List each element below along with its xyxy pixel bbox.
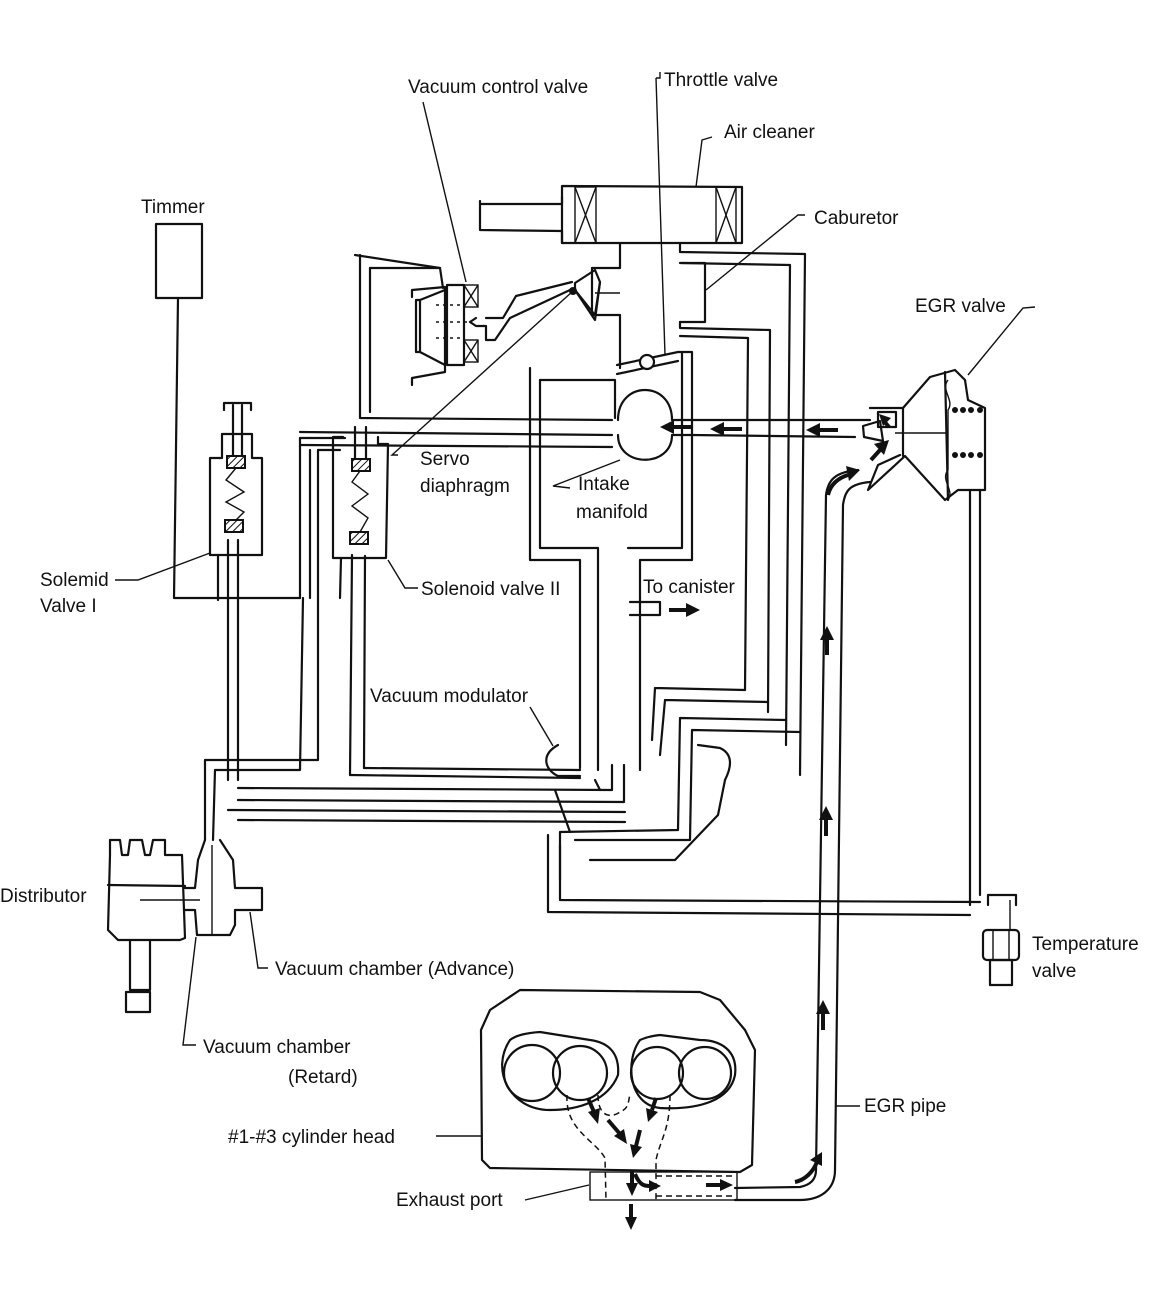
solenoid-valve-2	[203, 425, 390, 842]
arrow-icon	[826, 466, 860, 496]
arrow-icon	[820, 626, 834, 655]
arrow-icon	[819, 806, 833, 836]
label-egr-valve: EGR valve	[915, 296, 1006, 317]
label-distributor: Distributor	[0, 886, 87, 907]
label-intake-manifold-2: manifold	[576, 502, 648, 523]
label-vacuum-control-valve: Vacuum control valve	[408, 77, 588, 98]
arrow-icon	[633, 1173, 661, 1192]
label-temperature-valve: Temperature	[1032, 934, 1139, 955]
label-throttle-valve: Throttle valve	[664, 70, 778, 91]
solenoid-valve-1	[208, 401, 264, 782]
label-servo-diaphragm-2: diaphragm	[420, 476, 510, 497]
arrow-icon	[606, 1118, 627, 1144]
leader-lines	[115, 72, 1036, 1201]
arrow-icon	[710, 422, 742, 436]
flow-arrows	[586, 414, 891, 1230]
label-intake-manifold: Intake	[578, 474, 630, 495]
label-caburetor: Caburetor	[814, 208, 899, 229]
arrow-icon	[669, 603, 700, 617]
arrow-icon	[794, 1152, 822, 1184]
arrow-icon	[816, 1000, 830, 1030]
vacuum-control-valve	[353, 253, 620, 422]
label-temperature-valve-2: valve	[1032, 961, 1076, 982]
arrow-icon	[806, 423, 838, 437]
distributor	[106, 838, 264, 1014]
label-to-canister: To canister	[643, 577, 736, 598]
egr-valve	[861, 368, 987, 907]
label-vacuum-chamber-retard-2: (Retard)	[288, 1067, 358, 1088]
labels: Vacuum control valve Throttle valve Air …	[0, 70, 1139, 1211]
label-air-cleaner: Air cleaner	[724, 122, 815, 143]
cylinder-head	[479, 988, 757, 1201]
label-exhaust-port: Exhaust port	[396, 1190, 503, 1211]
label-solenoid-valve-2: Solenoid valve II	[421, 579, 560, 600]
label-timmer: Timmer	[141, 197, 205, 218]
intake-manifold	[298, 350, 872, 772]
label-solemid-valve-1b: Valve I	[40, 596, 97, 617]
label-vacuum-chamber-retard: Vacuum chamber	[203, 1037, 351, 1058]
arrow-icon	[660, 420, 692, 434]
label-egr-pipe: EGR pipe	[864, 1096, 946, 1117]
arrow-icon	[630, 1129, 642, 1158]
carburetor	[590, 242, 807, 777]
label-solemid-valve-1: Solemid	[40, 570, 109, 591]
air-cleaner	[478, 184, 744, 245]
arrow-icon	[646, 1097, 658, 1122]
label-vacuum-chamber-advance: Vacuum chamber (Advance)	[275, 959, 514, 980]
arrow-icon	[586, 1097, 600, 1124]
arrow-icon	[879, 414, 891, 429]
label-vacuum-modulator: Vacuum modulator	[370, 686, 529, 707]
temperature-valve	[981, 893, 1021, 987]
arrow-icon	[626, 1170, 638, 1196]
arrow-icon	[625, 1204, 637, 1230]
label-cylinder-head: #1-#3 cylinder head	[228, 1127, 395, 1148]
arrow-icon	[869, 440, 889, 462]
label-servo-diaphragm: Servo	[420, 449, 470, 470]
vacuum-piping	[226, 686, 982, 917]
egr-pipe	[733, 468, 872, 1202]
timmer	[154, 222, 302, 600]
arrow-icon	[706, 1179, 733, 1191]
